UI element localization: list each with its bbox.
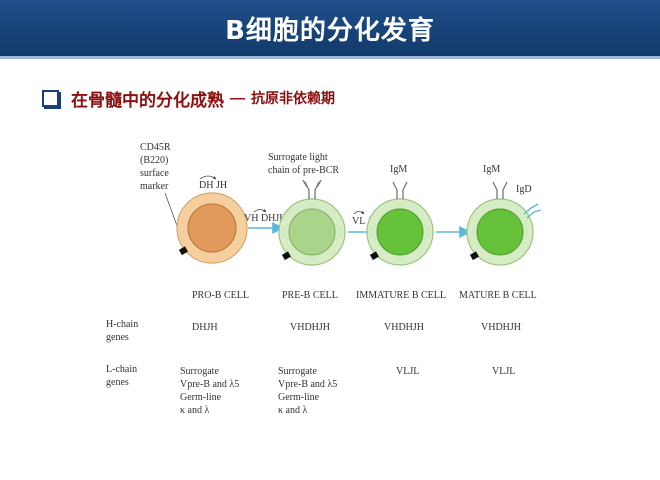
subtitle-main: 在骨髓中的分化成熟 <box>71 90 224 111</box>
title-bar: B细胞的分化发育 <box>0 0 660 56</box>
l-chain-label-line2: genes <box>106 377 129 388</box>
arrow1-recombination-icon <box>253 208 267 213</box>
l-chain-pro-b-line4: κ and λ <box>180 405 209 416</box>
pre-b-cell <box>278 179 346 266</box>
igd-receptor-icon <box>523 203 542 219</box>
pro-b-recombination-icon <box>199 175 217 180</box>
stage-label-pre-b: PRE-B CELL <box>282 290 338 301</box>
surrogate-label-line1: Surrogate light <box>268 152 328 163</box>
stage-label-immature: IMMATURE B CELL <box>356 290 446 301</box>
marker-label-line2: (B220) <box>140 155 168 166</box>
l-chain-immature: VLJL <box>396 366 419 377</box>
arrow2-recombination-icon <box>353 210 365 215</box>
stage-label-mature: MATURE B CELL <box>459 290 537 301</box>
slide-title: B细胞的分化发育 <box>225 15 435 46</box>
pre-bcr-receptor-icon <box>302 179 322 199</box>
h-chain-label-line2: genes <box>106 332 129 343</box>
surrogate-label-line2: chain of pre-BCR <box>268 165 339 176</box>
mature-b-cell <box>466 181 542 266</box>
subtitle-row: 在骨髓中的分化成熟 — 抗原非依赖期 <box>42 84 335 112</box>
marker-label-line1: CD45R <box>140 142 171 153</box>
l-chain-mature: VLJL <box>492 366 515 377</box>
l-chain-pro-b-line1: Surrogate <box>180 366 219 377</box>
h-chain-mature: VHDHJH <box>481 322 521 333</box>
subtitle-note: 抗原非依赖期 <box>251 91 335 107</box>
arrow1-gene-label: VH DHJH <box>244 213 287 224</box>
h-chain-label-line1: H-chain <box>106 319 138 330</box>
marker-label-line4: marker <box>140 181 169 192</box>
l-chain-pro-b-line3: Germ-line <box>180 392 222 403</box>
igd-label: IgD <box>516 184 532 195</box>
l-chain-pre-b-line3: Germ-line <box>278 392 320 403</box>
h-chain-pro-b: DHJH <box>192 322 218 333</box>
pro-b-cell <box>176 192 248 264</box>
title-divider <box>0 56 660 59</box>
l-chain-pre-b-line2: Vpre-B and λ5 <box>278 379 337 390</box>
immature-b-cell <box>366 181 434 266</box>
mature-marker-icon <box>469 251 479 261</box>
checkbox-bullet-icon <box>42 89 59 107</box>
b-cell-development-diagram: CD45R (B220) surface marker DH JH VH DHJ… <box>106 142 542 416</box>
cd45r-marker-icon <box>178 246 188 256</box>
igm-label-mature: IgM <box>483 164 500 175</box>
l-chain-pre-b-line4: κ and λ <box>278 405 307 416</box>
igm-receptor-mature-icon <box>492 181 508 199</box>
l-chain-label-line1: L-chain <box>106 364 137 375</box>
l-chain-pro-b-line2: Vpre-B and λ5 <box>180 379 239 390</box>
h-chain-pre-b: VHDHJH <box>290 322 330 333</box>
arrow2-gene-label: VL JL <box>352 216 377 227</box>
immature-marker-icon <box>369 251 379 261</box>
subtitle-dash: — <box>230 89 245 107</box>
pro-b-gene-label: DH JH <box>199 180 227 191</box>
h-chain-immature: VHDHJH <box>384 322 424 333</box>
marker-label-line3: surface <box>140 168 169 179</box>
igm-receptor-icon <box>392 181 408 199</box>
l-chain-pre-b-line1: Surrogate <box>278 366 317 377</box>
pre-b-marker-icon <box>281 251 291 261</box>
stage-label-pro-b: PRO-B CELL <box>192 290 249 301</box>
igm-label-immature: IgM <box>390 164 407 175</box>
